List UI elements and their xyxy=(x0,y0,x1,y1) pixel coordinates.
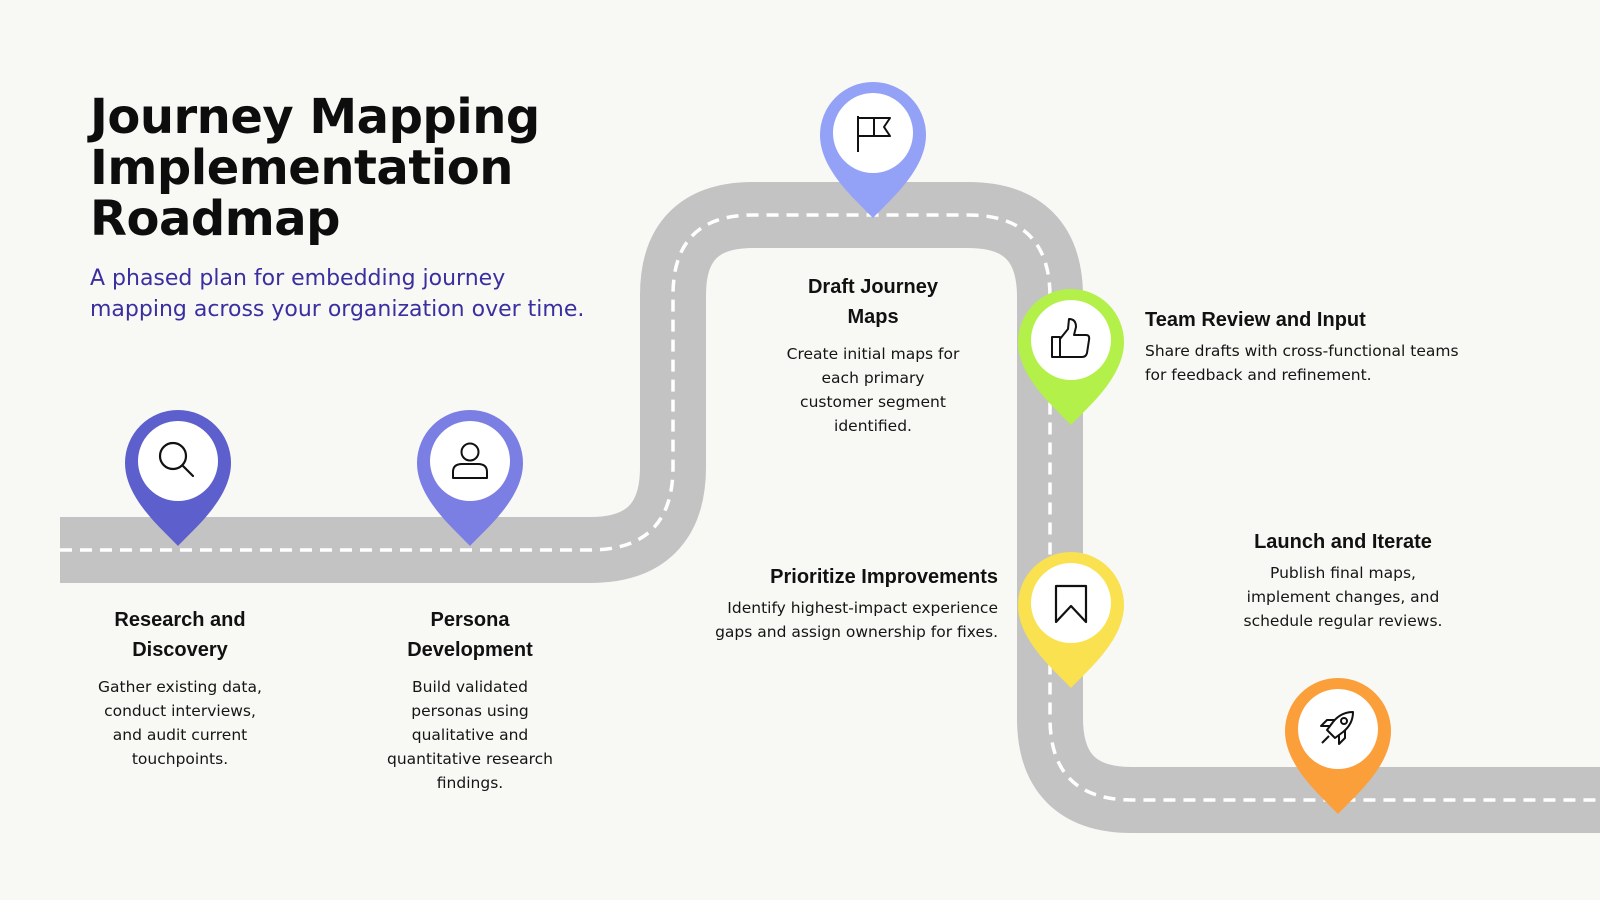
step-description: Publish final maps, implement changes, a… xyxy=(1228,561,1458,633)
step-description: Identify highest-impact experience gaps … xyxy=(640,596,998,644)
title-line: Roadmap xyxy=(90,191,340,247)
step-title: Team Review and Input xyxy=(1145,305,1505,335)
step-draft: Draft Journey Maps Create initial maps f… xyxy=(760,272,986,438)
pin-center xyxy=(1031,563,1111,643)
step-title-line: Persona xyxy=(430,609,510,631)
step-description-line: customer segment xyxy=(800,393,946,411)
step-title-line: Development xyxy=(407,639,533,661)
subtitle-line: A phased plan for embedding journey xyxy=(90,266,506,291)
step-prioritize: Prioritize Improvements Identify highest… xyxy=(640,562,998,644)
step-title-line: Launch and Iterate xyxy=(1254,531,1432,553)
step-research-pin xyxy=(123,408,233,548)
step-description-line: gaps and assign ownership for fixes. xyxy=(715,623,998,641)
step-title: Launch and Iterate xyxy=(1228,527,1458,557)
step-description-line: and audit current xyxy=(112,726,248,744)
step-description-line: Gather existing data, xyxy=(98,678,262,696)
flag-icon xyxy=(857,116,891,152)
page-subtitle: A phased plan for embedding journey mapp… xyxy=(90,263,650,325)
bookmark-icon xyxy=(1054,584,1088,624)
step-description-line: Identify highest-impact experience xyxy=(727,599,998,617)
step-title: Persona Development xyxy=(358,605,582,665)
step-description-line: findings. xyxy=(436,774,504,792)
step-description-line: Share drafts with cross-functional teams xyxy=(1145,342,1459,360)
step-title-line: Research and xyxy=(114,609,246,631)
title-line: Journey Mapping xyxy=(90,89,540,145)
step-description: Create initial maps for each primary cus… xyxy=(760,342,986,438)
step-title-line: Prioritize Improvements xyxy=(770,566,998,588)
step-title-line: Draft Journey xyxy=(807,276,939,298)
pin-center xyxy=(1031,300,1111,380)
step-description-line: conduct interviews, xyxy=(104,702,256,720)
step-launch: Launch and Iterate Publish final maps, i… xyxy=(1228,527,1458,633)
step-description-line: qualitative and xyxy=(411,726,529,744)
step-draft-pin xyxy=(818,80,928,220)
step-title-line: Maps xyxy=(847,306,899,328)
rocket-icon xyxy=(1320,711,1354,745)
step-review-pin xyxy=(1016,287,1126,427)
step-research: Research and Discovery Gather existing d… xyxy=(70,605,290,771)
step-persona: Persona Development Build validated pers… xyxy=(358,605,582,795)
search-icon xyxy=(158,441,195,478)
step-description: Share drafts with cross-functional teams… xyxy=(1145,339,1505,387)
thumbs-up-icon xyxy=(1051,318,1091,358)
step-description-line: for feedback and refinement. xyxy=(1145,366,1372,384)
step-description-line: Create initial maps for xyxy=(786,345,960,363)
page-title: Journey Mapping Implementation Roadmap xyxy=(90,92,540,245)
step-title: Prioritize Improvements xyxy=(640,562,998,592)
step-description-line: touchpoints. xyxy=(131,750,229,768)
step-description-line: personas using xyxy=(411,702,529,720)
step-review: Team Review and Input Share drafts with … xyxy=(1145,305,1505,387)
step-description-line: Publish final maps, xyxy=(1270,564,1416,582)
step-title: Research and Discovery xyxy=(70,605,290,665)
step-description-line: each primary xyxy=(821,369,925,387)
title-line: Implementation xyxy=(90,140,513,196)
pin-center xyxy=(138,421,218,501)
step-persona-pin xyxy=(415,408,525,548)
person-icon xyxy=(452,442,488,479)
road-center-dashes xyxy=(60,213,1600,802)
step-description: Build validated personas using qualitati… xyxy=(358,675,582,795)
step-description-line: schedule regular reviews. xyxy=(1243,612,1443,630)
step-title-line: Team Review and Input xyxy=(1145,309,1366,331)
step-description-line: identified. xyxy=(834,417,912,435)
step-launch-pin xyxy=(1283,676,1393,816)
step-title-line: Discovery xyxy=(132,639,228,661)
step-title: Draft Journey Maps xyxy=(760,272,986,332)
step-prioritize-pin xyxy=(1016,550,1126,690)
step-description-line: quantitative research xyxy=(386,750,554,768)
step-description-line: implement changes, and xyxy=(1246,588,1440,606)
step-description-line: Build validated xyxy=(412,678,528,696)
subtitle-line: mapping across your organization over ti… xyxy=(90,297,585,322)
pin-center xyxy=(1298,689,1378,769)
step-description: Gather existing data, conduct interviews… xyxy=(70,675,290,771)
